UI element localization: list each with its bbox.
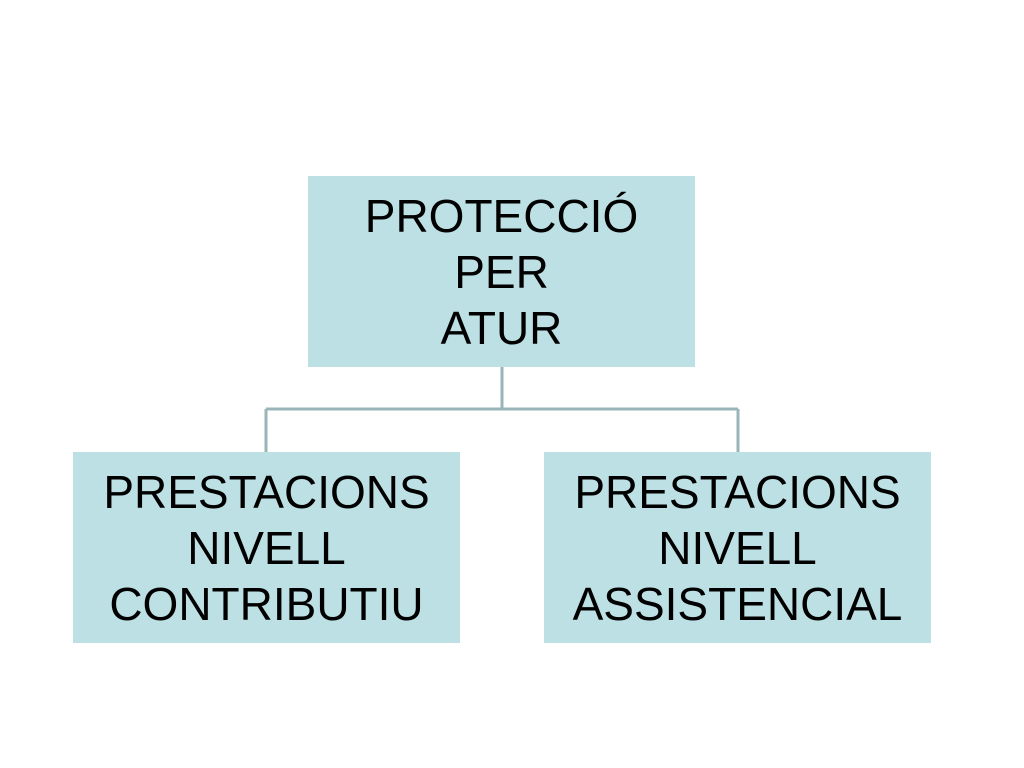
root-node-line-1: PROTECCIÓ: [364, 189, 639, 242]
root-node: PROTECCIÓ PER ATUR: [308, 176, 695, 367]
child-node-assistencial-line-3: ASSISTENCIAL: [572, 577, 903, 630]
child-node-assistencial-line-1: PRESTACIONS: [574, 465, 901, 518]
child-node-contributiu-line-1: PRESTACIONS: [103, 465, 430, 518]
root-node-line-2: PER: [454, 245, 549, 298]
child-node-contributiu: PRESTACIONS NIVELL CONTRIBUTIU: [73, 452, 460, 643]
child-node-contributiu-line-3: CONTRIBUTIU: [109, 577, 424, 630]
child-node-assistencial: PRESTACIONS NIVELL ASSISTENCIAL: [544, 452, 931, 643]
child-node-assistencial-line-2: NIVELL: [658, 521, 817, 574]
child-node-contributiu-line-2: NIVELL: [187, 521, 346, 574]
root-node-line-3: ATUR: [440, 301, 563, 354]
